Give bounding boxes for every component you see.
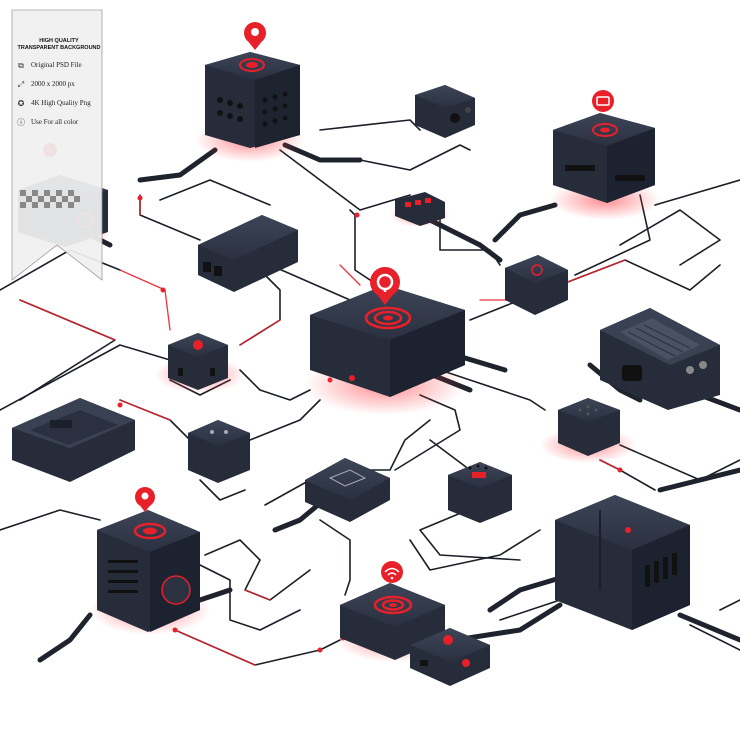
location-pin-icon-central [370, 267, 400, 305]
banner-item-psd: ⧉ Original PSD File [16, 61, 102, 71]
sensor-cube-left [168, 333, 228, 390]
info-banner-shape [11, 9, 103, 281]
layers-icon: ⧉ [18, 61, 24, 70]
connector-hub [395, 192, 445, 226]
banner-item-size: ⤢ 2000 x 2000 px [16, 80, 102, 90]
thermostat-cube-device [97, 510, 200, 632]
display-device [305, 458, 390, 522]
wifi-icon [381, 561, 403, 583]
location-pin-icon-bottom-left [135, 487, 155, 512]
banner-title-line1: HIGH QUALITY [39, 38, 79, 44]
hub-box-device [553, 113, 655, 203]
banner-item-color: ⓘ Use For all color [16, 118, 102, 128]
sensor-cube-right [558, 398, 620, 456]
banner-title: HIGH QUALITY TRANSPARENT BACKGROUND [16, 38, 102, 52]
banner-item-text: Original PSD File [31, 61, 82, 69]
battery-badge-icon [592, 90, 614, 112]
central-hub-device [310, 285, 465, 397]
banner-item-quality: ✪ 4K High Quality Png [16, 99, 102, 109]
bottom-hub-device [340, 583, 445, 660]
info-icon: ⓘ [17, 118, 25, 127]
speaker-grille [217, 91, 288, 127]
port-adapter-device [410, 628, 490, 686]
banner-item-text: Use For all color [31, 118, 79, 126]
plug-device [505, 255, 568, 315]
gateway-box-device [555, 495, 690, 630]
banner-item-text: 4K High Quality Png [31, 99, 91, 107]
camera-device [188, 420, 250, 483]
banner-title-line2: TRANSPARENT BACKGROUND [17, 45, 101, 51]
indicator-device [448, 462, 512, 523]
resize-icon: ⤢ [17, 80, 25, 89]
location-pin-icon [244, 22, 266, 50]
sensor-device-small [415, 85, 475, 138]
speaker-device-left [12, 398, 135, 482]
info-banner: HIGH QUALITY TRANSPARENT BACKGROUND ⧉ Or… [12, 10, 102, 280]
banner-item-text: 2000 x 2000 px [31, 80, 75, 88]
router-device [198, 215, 298, 292]
medal-icon: ✪ [17, 99, 25, 108]
speaker-cube-device [205, 52, 300, 148]
transparency-checker-icon [20, 190, 80, 208]
speaker-device-right [600, 308, 720, 410]
